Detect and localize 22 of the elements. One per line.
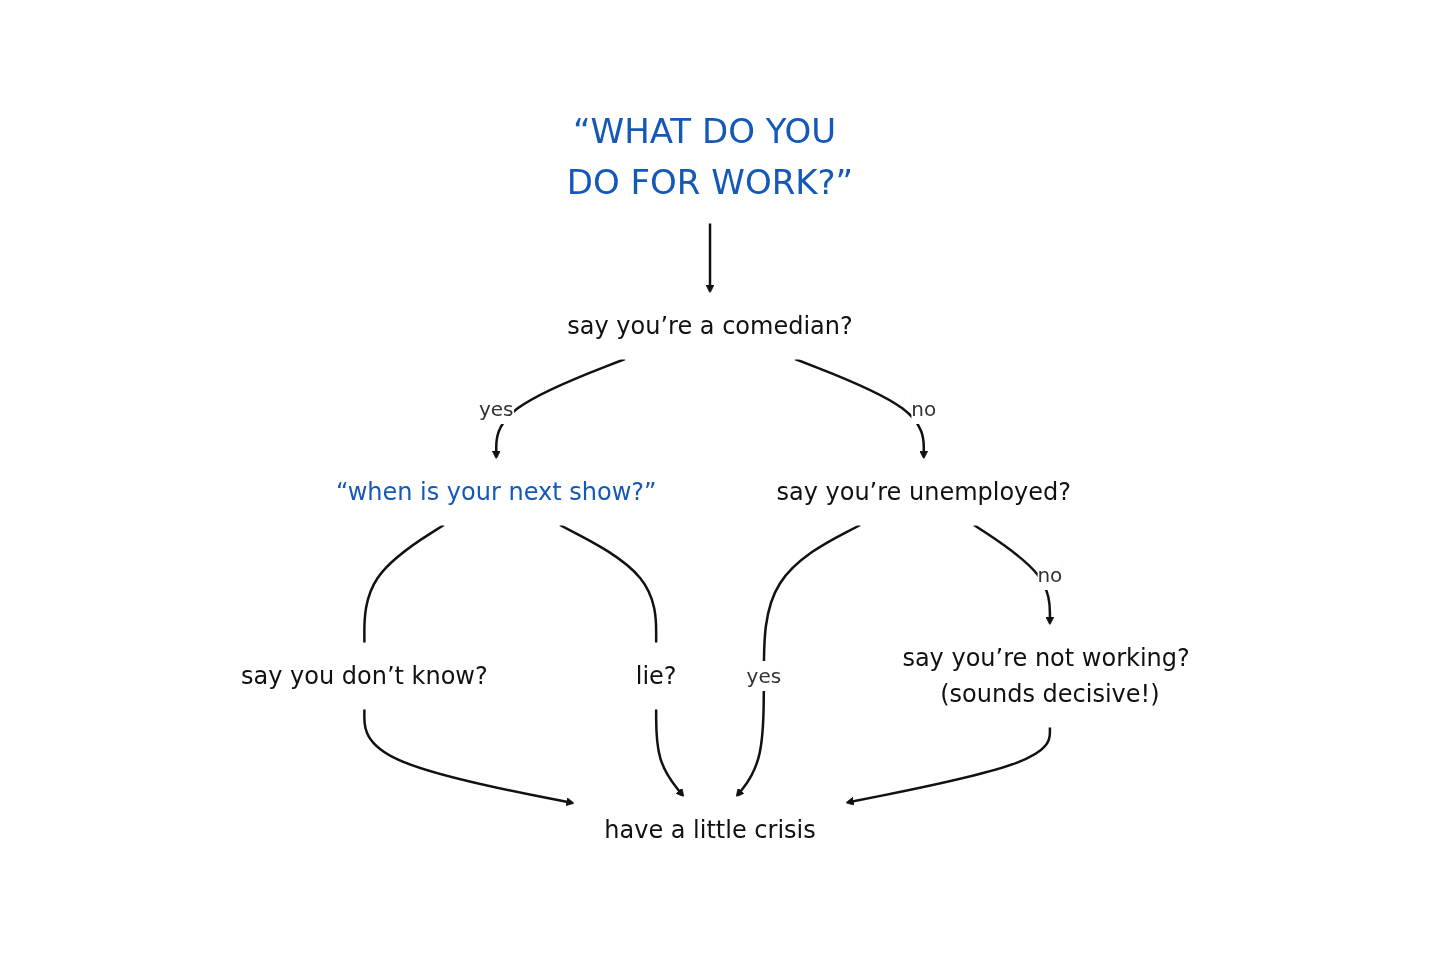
arrow: [735, 523, 861, 798]
edge-label: no: [1037, 562, 1063, 587]
arrow: [845, 727, 1052, 806]
node-text: say you’re unemployed?: [776, 477, 1072, 506]
arrow: [491, 357, 626, 460]
connector: [559, 523, 658, 643]
node-text: say you’re a comedian?: [567, 312, 853, 340]
arrow: [794, 357, 929, 460]
node-text: “when is your next show?”: [336, 477, 657, 506]
edge-label: no: [911, 396, 937, 421]
arrow: [363, 709, 575, 807]
arrow: [973, 523, 1055, 626]
arrow: [705, 223, 715, 294]
edge-label: yes: [479, 396, 514, 421]
connector: [363, 523, 445, 643]
node-text: lie?: [635, 661, 677, 690]
node-text: “WHAT DO YOU DO FOR WORK?”: [566, 111, 854, 202]
arrow: [654, 709, 685, 798]
node-text: have a little crisis: [604, 815, 816, 844]
node-text: say you’re not working? (sounds decisive!): [902, 643, 1190, 708]
node-text: say you don’t know?: [241, 661, 488, 690]
edge-label: yes: [746, 663, 782, 688]
